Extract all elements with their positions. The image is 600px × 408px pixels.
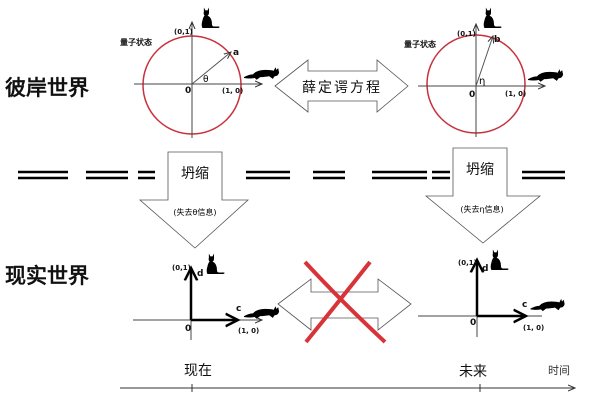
real-state-left: (0,1) d c (1, 0) 0 xyxy=(133,253,280,340)
separator-line xyxy=(18,170,565,180)
red-cross-stroke xyxy=(304,260,372,344)
quantum-state-right: 量子状态 (0,1) (1, 0) 0 b η xyxy=(404,7,564,137)
angle-label: θ xyxy=(203,75,209,85)
point-10-label: (1, 0) xyxy=(523,324,544,332)
timeline: 现在 未来 时间 xyxy=(120,363,575,392)
real-state-right: (0,1) d c (1, 0) 0 xyxy=(418,249,565,337)
point-01-label: (0,1) xyxy=(172,264,191,272)
lying-cat-icon xyxy=(244,306,280,319)
red-cross-stroke xyxy=(303,260,387,344)
lying-cat-icon xyxy=(530,298,565,312)
c-label: c xyxy=(236,304,241,314)
origin-label: 0 xyxy=(185,86,191,96)
origin-label: 0 xyxy=(469,90,475,100)
lying-cat-icon xyxy=(244,67,280,80)
collapse-note: (失去η信息) xyxy=(460,204,503,214)
sitting-cat-icon xyxy=(490,249,509,270)
equation-label: 薛定谔方程 xyxy=(302,80,382,96)
state-label: 量子状态 xyxy=(120,37,152,47)
quantum-state-left: 量子状态 (0,1) (1, 0) 0 a θ xyxy=(120,7,280,138)
collapse-label: 坍缩 xyxy=(466,162,494,178)
c-label: c xyxy=(522,300,527,310)
origin-label: 0 xyxy=(185,324,191,334)
sitting-cat-icon xyxy=(483,7,502,28)
angle-label: η xyxy=(479,76,485,87)
time-axis-label: 时间 xyxy=(548,364,570,377)
collapse-note: (失去θ信息) xyxy=(173,207,216,217)
vector-label: a xyxy=(233,48,239,58)
no-reverse-arrow xyxy=(277,260,412,344)
point-10-label: (1, 0) xyxy=(238,327,259,335)
point-10-label: (1, 0) xyxy=(222,87,243,95)
lying-cat-icon xyxy=(528,69,564,82)
state-label: 量子状态 xyxy=(404,39,436,49)
now-label: 现在 xyxy=(184,363,212,379)
other-world-label: 彼岸世界 xyxy=(5,76,89,100)
collapse-label: 坍缩 xyxy=(181,166,209,182)
sitting-cat-icon xyxy=(206,253,225,274)
origin-label: 0 xyxy=(470,318,476,328)
collapse-arrow-left: 坍缩 (失去θ信息) xyxy=(138,151,250,249)
sitting-cat-icon xyxy=(201,7,220,28)
point-01-label: (0,1) xyxy=(457,30,476,38)
point-01-label: (0,1) xyxy=(174,28,193,36)
vector-label: b xyxy=(494,35,501,45)
state-vector xyxy=(191,52,231,85)
d-label: d xyxy=(197,269,203,279)
real-world-label: 现实世界 xyxy=(5,264,89,288)
point-10-label: (1, 0) xyxy=(505,90,526,98)
state-vector xyxy=(475,36,493,87)
future-label: 未来 xyxy=(459,364,487,380)
schrodinger-equation-arrow: 薛定谔方程 xyxy=(274,59,409,113)
collapse-arrow-right: 坍缩 (失去η信息) xyxy=(424,147,542,244)
point-01-label: (0,1) xyxy=(458,259,477,267)
d-label: d xyxy=(482,264,488,274)
